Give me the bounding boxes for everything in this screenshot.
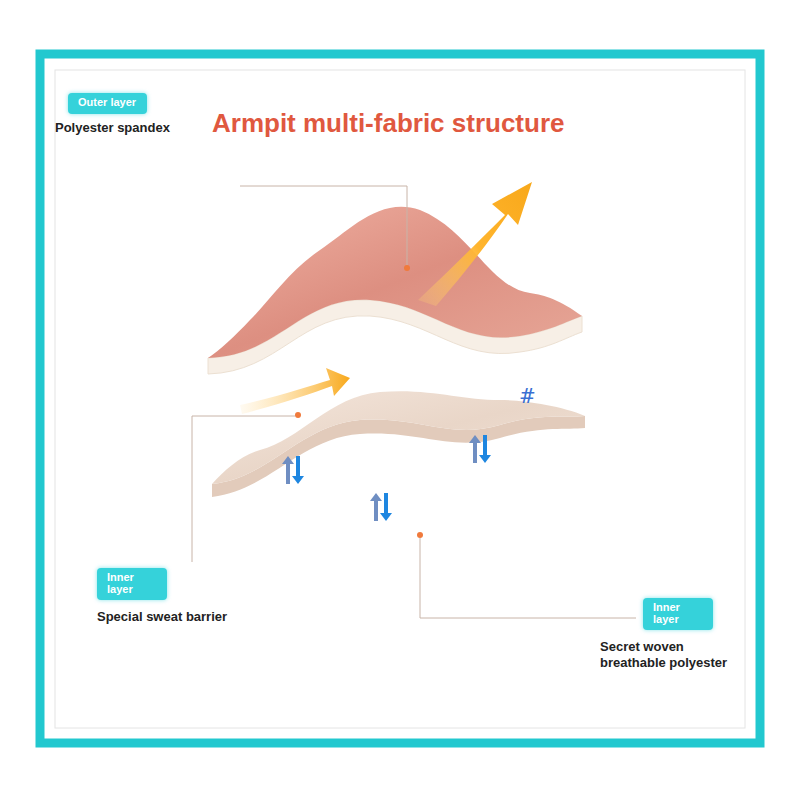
- badge-pill: Inner layer: [97, 568, 167, 600]
- moisture-arrows: [282, 435, 491, 521]
- badge-pill: Inner layer: [643, 598, 713, 630]
- frame-border: [40, 54, 760, 743]
- leader-lines: [192, 186, 636, 618]
- layer-badge: Inner layerSecret woven breathable polye…: [643, 598, 713, 630]
- leader-dots: [295, 265, 423, 538]
- layer-caption: Polyester spandex: [55, 120, 170, 136]
- heat-arrow: [240, 368, 350, 414]
- layer-caption: Special sweat barrier: [97, 609, 227, 625]
- badge-label: Inner layer: [653, 602, 693, 625]
- badge-label: Inner layer: [107, 572, 147, 595]
- badge-pill: Outer layer: [68, 93, 147, 114]
- symbol-label: #: [519, 384, 536, 408]
- heat-arrow: [418, 182, 532, 306]
- layer-badge: Outer layerPolyester spandex: [68, 92, 147, 114]
- inner-frame: [55, 70, 745, 728]
- layer-caption: Secret woven breathable polyester: [600, 639, 752, 670]
- badge-label: Outer layer: [78, 97, 140, 109]
- diagram-title: Armpit multi-fabric structure: [212, 108, 565, 139]
- layer-badge: Inner layerSpecial sweat barrier: [97, 568, 167, 600]
- top-sheet: [208, 207, 582, 374]
